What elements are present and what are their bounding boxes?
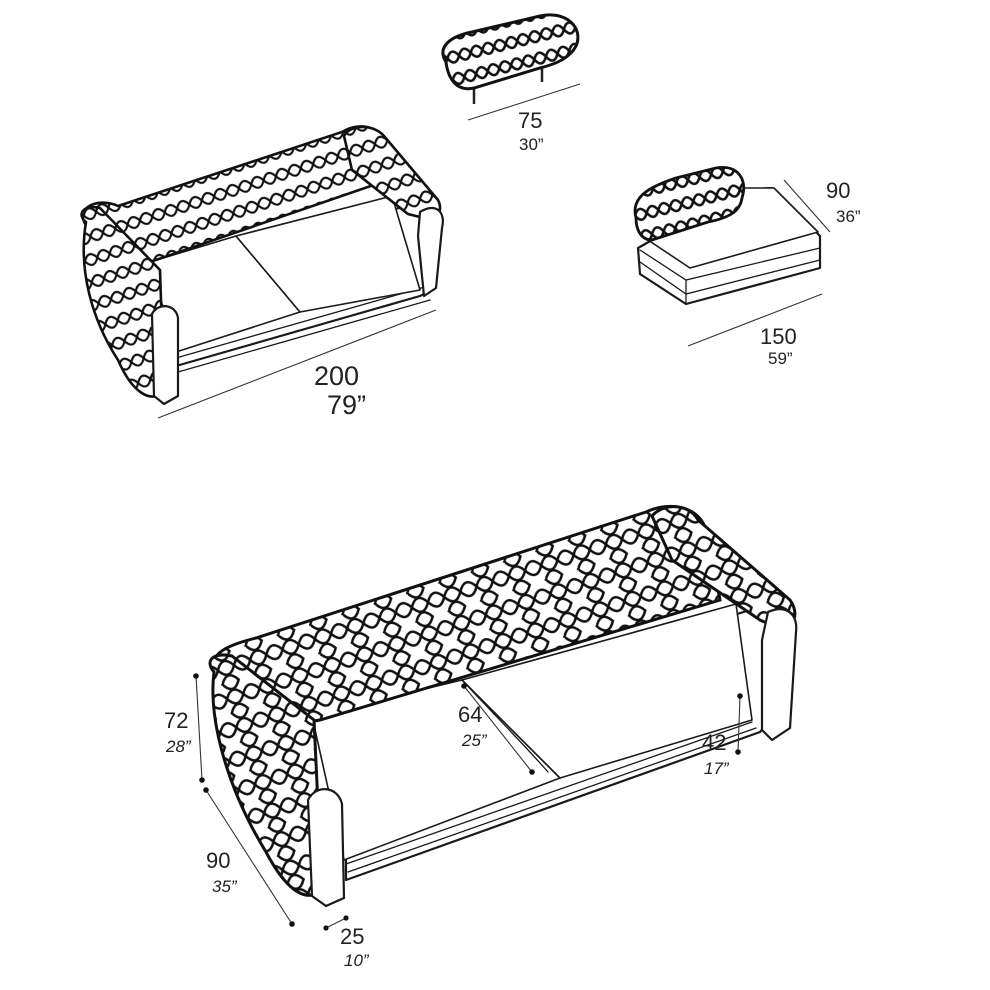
large-sofa-seat-height-line [737,695,741,753]
small-sofa-width-in: 79” [327,390,366,420]
ottoman-depth-cm: 90 [826,178,850,203]
large-sofa-seat-depth-cm: 64 [458,702,482,727]
bench-width-cm: 75 [518,108,542,133]
bench-width-in: 30” [519,135,544,154]
ottoman-depth-line [783,179,831,233]
large-sofa-height-cm: 72 [164,708,188,733]
large-sofa-cushion-right [461,603,753,779]
small-sofa-width-cm: 200 [314,361,359,391]
bench-seat [441,13,580,91]
small-sofa-left-arm [80,205,166,398]
large-sofa-arm-in: 10” [344,951,370,970]
small-sofa-width-line [157,309,437,419]
large-sofa-depth-cm: 90 [206,848,230,873]
ottoman-illustration [633,166,822,306]
large-sofa-seat-depth-line [463,685,533,773]
large-sofa-left-arm [208,653,324,897]
ottoman-width-line [687,293,823,347]
ottoman-depth-in: 36” [836,207,861,226]
large-sofa-depth-in: 35” [212,877,238,896]
ottoman-backrest [633,166,745,242]
small-sofa-cushion-right [235,195,421,313]
bench-width-line [467,83,581,121]
large-sofa-illustration [208,504,798,908]
large-sofa-seat-height-cm: 42 [702,730,726,755]
large-sofa-arm-line [325,917,347,929]
ottoman-width-in: 59” [768,349,793,368]
large-sofa-arm-cm: 25 [340,924,364,949]
bench-illustration [441,13,580,104]
large-sofa-height-line [195,675,203,781]
large-sofa-seat-depth-in: 25” [461,731,488,750]
large-sofa-height-in: 28” [165,737,192,756]
small-sofa-illustration [80,125,444,406]
large-sofa-seat-height-in: 17” [704,759,730,778]
large-sofa-depth-line [205,789,293,925]
ottoman-width-cm: 150 [760,324,797,349]
